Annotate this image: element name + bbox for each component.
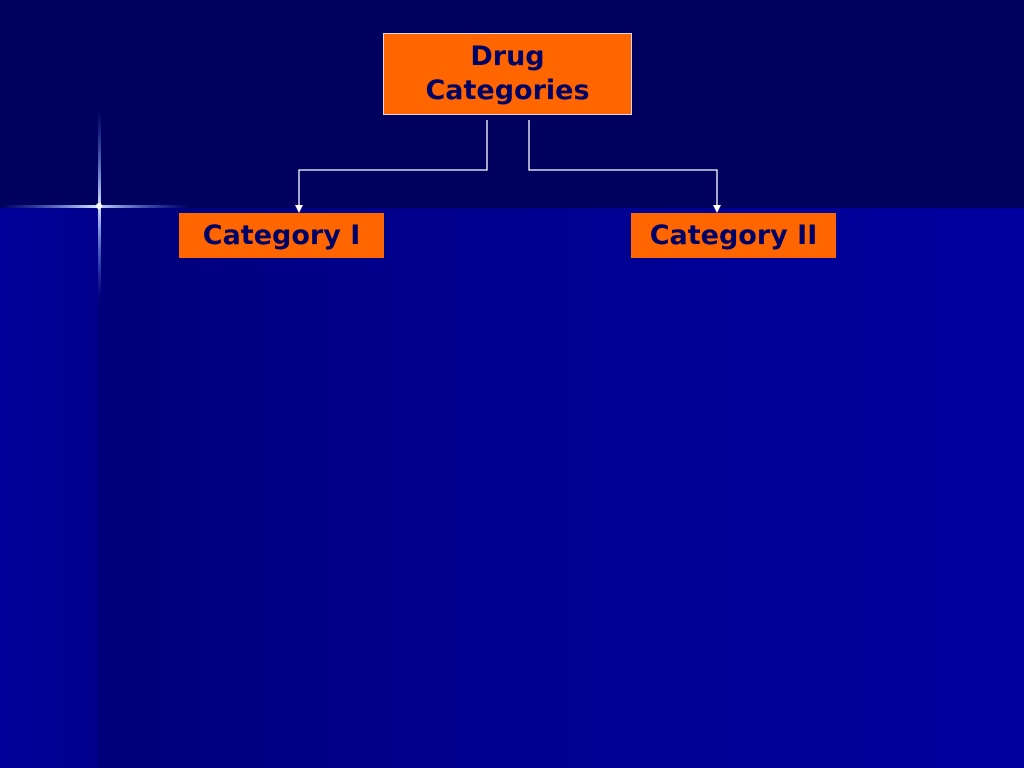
child-node-label: Category II bbox=[649, 220, 818, 251]
child-node-category-2: Category II bbox=[631, 213, 836, 258]
connector-to-category-1 bbox=[298, 120, 488, 206]
arrowhead-category-2 bbox=[713, 205, 721, 213]
left-accent-band bbox=[0, 208, 98, 768]
child-node-label: Category I bbox=[202, 220, 361, 251]
root-node-label-line1: Drug bbox=[470, 41, 545, 72]
root-node-drug-categories: Drug Categories bbox=[383, 33, 632, 115]
arrowhead-category-1 bbox=[295, 205, 303, 213]
connector-to-category-2 bbox=[528, 120, 718, 206]
child-node-category-1: Category I bbox=[179, 213, 384, 258]
root-node-label-line2: Categories bbox=[425, 75, 590, 106]
